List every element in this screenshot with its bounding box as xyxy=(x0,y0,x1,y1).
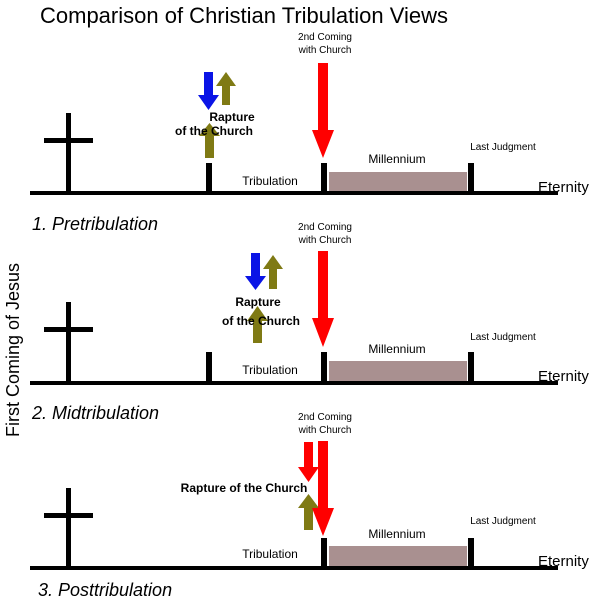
second-coming-marker xyxy=(321,538,327,568)
rapture-label: Rapture of the Church xyxy=(181,481,308,495)
cross-icon xyxy=(44,302,93,382)
eternity-label: Eternity xyxy=(538,553,589,570)
timeline xyxy=(30,191,558,195)
tribulation-start-marker xyxy=(206,352,212,382)
tribulation-label: Tribulation xyxy=(242,363,298,377)
view-name: 2. Midtribulation xyxy=(31,403,159,423)
last-judgment-label: Last Judgment xyxy=(470,516,536,527)
ascending-arrow-icon xyxy=(298,494,319,530)
cross-icon xyxy=(44,113,93,193)
millennium-bar xyxy=(329,361,467,381)
view-name: 1. Pretribulation xyxy=(32,214,158,234)
last-judgment-marker xyxy=(468,352,474,382)
diagram-title: Comparison of Christian Tribulation View… xyxy=(40,3,448,28)
millennium-label: Millennium xyxy=(368,342,425,356)
second-coming-label-line2: with Church xyxy=(298,425,352,436)
rapture-label-line2: of the Church xyxy=(222,314,300,328)
second-coming-label-line2: with Church xyxy=(298,45,352,56)
descending-arrow-icon xyxy=(298,442,319,482)
descending-arrow-icon xyxy=(198,72,219,110)
panel-midtribulation: Rapture of the Church 2nd Coming with Ch… xyxy=(30,222,589,423)
second-coming-arrow-icon xyxy=(312,441,334,536)
last-judgment-marker xyxy=(468,538,474,568)
millennium-bar xyxy=(329,172,467,191)
rapture-label-line1: Rapture xyxy=(209,110,255,124)
second-coming-label-line2: with Church xyxy=(298,235,352,246)
timeline xyxy=(30,566,558,570)
last-judgment-marker xyxy=(468,163,474,193)
second-coming-arrow-icon xyxy=(312,251,334,347)
ascending-arrow-icon xyxy=(216,72,236,105)
side-label: First Coming of Jesus xyxy=(3,263,23,437)
ascending-arrow-icon xyxy=(199,123,220,158)
tribulation-label: Tribulation xyxy=(242,174,298,188)
timeline xyxy=(30,381,558,385)
second-coming-label-line1: 2nd Coming xyxy=(298,222,352,233)
last-judgment-label: Last Judgment xyxy=(470,332,536,343)
last-judgment-label: Last Judgment xyxy=(470,142,536,153)
rapture-marker xyxy=(206,163,212,193)
second-coming-label-line1: 2nd Coming xyxy=(298,412,352,423)
millennium-bar xyxy=(329,546,467,566)
millennium-label: Millennium xyxy=(368,527,425,541)
panel-pretribulation: Rapture of the Church 2nd Coming with Ch… xyxy=(30,32,589,234)
rapture-label-line2: of the Church xyxy=(175,124,253,138)
rapture-label-line1: Rapture xyxy=(235,295,281,309)
second-coming-marker xyxy=(321,163,327,193)
second-coming-marker xyxy=(321,352,327,382)
view-name: 3. Posttribulation xyxy=(38,580,172,600)
second-coming-arrow-icon xyxy=(312,63,334,158)
cross-icon xyxy=(44,488,93,568)
millennium-label: Millennium xyxy=(368,152,425,166)
descending-arrow-icon xyxy=(245,253,266,290)
eternity-label: Eternity xyxy=(538,368,589,385)
tribulation-label: Tribulation xyxy=(242,547,298,561)
panel-posttribulation: Rapture of the Church 2nd Coming with Ch… xyxy=(30,412,589,600)
ascending-arrow-icon xyxy=(247,306,268,343)
eternity-label: Eternity xyxy=(538,179,589,196)
second-coming-label-line1: 2nd Coming xyxy=(298,32,352,43)
ascending-arrow-icon xyxy=(263,255,283,289)
